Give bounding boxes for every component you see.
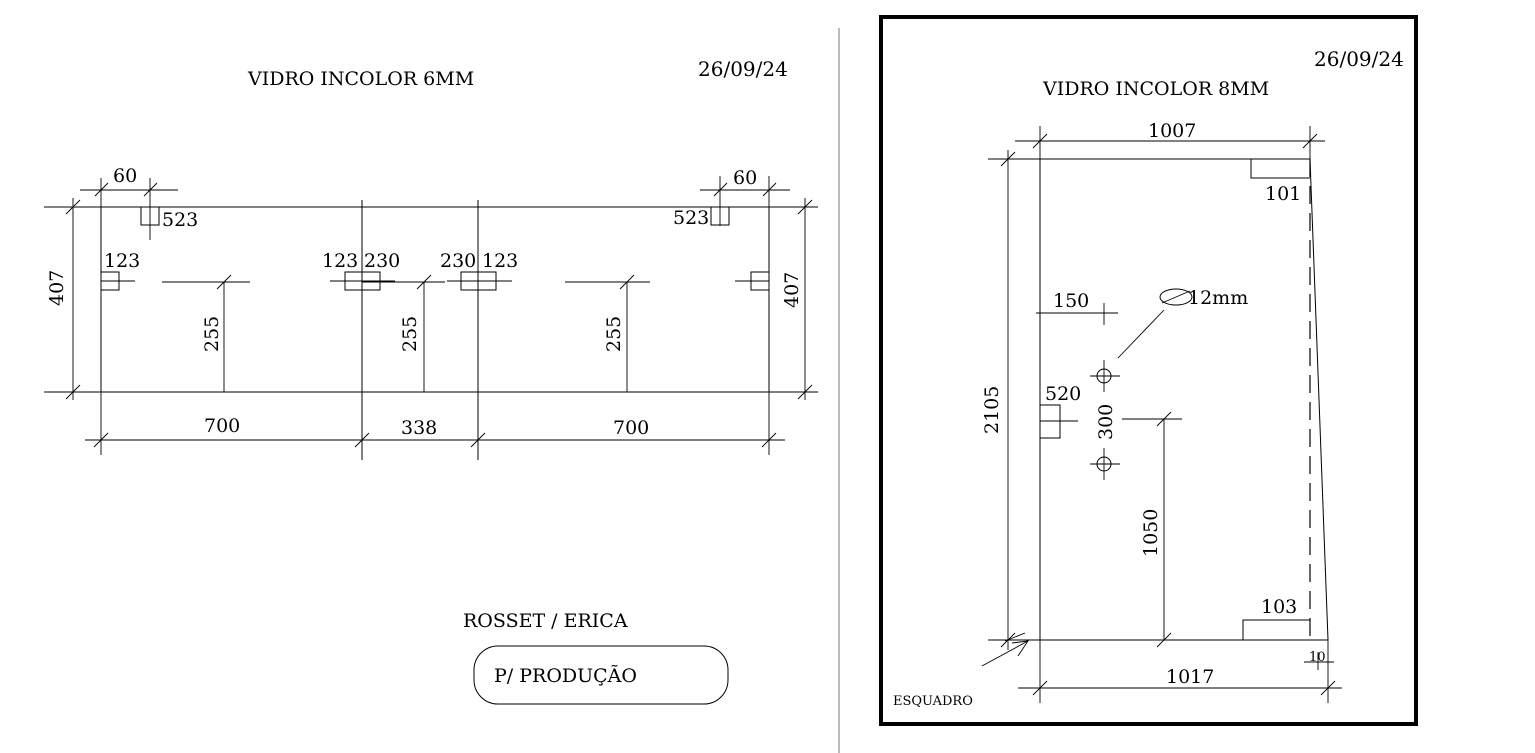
right-notch-bottom-label: 103 bbox=[1261, 596, 1297, 618]
left-dim-60-right: 60 bbox=[733, 167, 757, 189]
production-stamp-label: P/ PRODUÇÃO bbox=[494, 665, 637, 687]
right-sheet: 26/09/24 VIDRO INCOLOR 8MM 101 1007 2105… bbox=[879, 15, 1418, 726]
left-dim-700-right: 700 bbox=[613, 417, 649, 439]
right-dim-1050: 1050 bbox=[1140, 509, 1162, 557]
right-sheet-frame bbox=[879, 15, 1418, 726]
right-dim-150: 150 bbox=[1053, 290, 1089, 312]
left-sheet-title: VIDRO INCOLOR 6MM bbox=[247, 68, 474, 90]
right-sheet-title: VIDRO INCOLOR 8MM bbox=[1042, 78, 1269, 100]
right-notch-bottom bbox=[1242, 619, 1310, 640]
diameter-symbol-icon bbox=[1159, 288, 1193, 306]
client-name: ROSSET / ERICA bbox=[463, 610, 628, 632]
left-dim-255-1: 255 bbox=[201, 316, 223, 352]
right-dim-10: 10 bbox=[1309, 650, 1326, 665]
right-handle-notch bbox=[1039, 404, 1061, 439]
right-notch-top-label: 101 bbox=[1265, 183, 1301, 205]
right-dim-1017: 1017 bbox=[1166, 666, 1214, 688]
left-hole-cl2-label: 230 bbox=[364, 250, 400, 272]
left-dim-255-3: 255 bbox=[603, 316, 625, 352]
right-sheet-date: 26/09/24 bbox=[1314, 47, 1404, 71]
right-dim-520: 520 bbox=[1045, 383, 1081, 405]
left-notch-tl-label: 523 bbox=[162, 209, 198, 231]
left-hole-l-label: 123 bbox=[104, 250, 140, 272]
right-dim-300: 300 bbox=[1095, 404, 1117, 440]
right-dim-12mm: 12mm bbox=[1188, 287, 1248, 309]
right-notch-top bbox=[1250, 159, 1310, 179]
left-glass-panel bbox=[100, 206, 770, 393]
left-dim-407-left: 407 bbox=[46, 270, 68, 306]
esquadro-arrow-icon bbox=[981, 640, 1029, 667]
left-hole-cl-label: 123 bbox=[322, 250, 358, 272]
right-dim-1007: 1007 bbox=[1148, 120, 1196, 142]
left-dim-338: 338 bbox=[401, 417, 437, 439]
left-dim-60-left: 60 bbox=[113, 165, 137, 187]
left-sheet: VIDRO INCOLOR 6MM 26/09/24 523 523 60 60 bbox=[44, 57, 818, 705]
right-glass-slanted-edge bbox=[1309, 158, 1329, 641]
left-notch-tr-label: 523 bbox=[673, 207, 709, 229]
left-sheet-date: 26/09/24 bbox=[698, 57, 788, 81]
left-hole-cr2-label: 230 bbox=[440, 250, 476, 272]
production-stamp-box bbox=[473, 645, 729, 705]
left-dim-255-2: 255 bbox=[399, 316, 421, 352]
esquadro-label: ESQUADRO bbox=[893, 694, 973, 709]
right-dim-2105: 2105 bbox=[981, 386, 1003, 434]
left-dim-407-right: 407 bbox=[781, 272, 803, 308]
diameter-leader-line bbox=[1117, 309, 1165, 359]
left-dim-700-left: 700 bbox=[204, 415, 240, 437]
left-hole-cr-label: 123 bbox=[482, 250, 518, 272]
